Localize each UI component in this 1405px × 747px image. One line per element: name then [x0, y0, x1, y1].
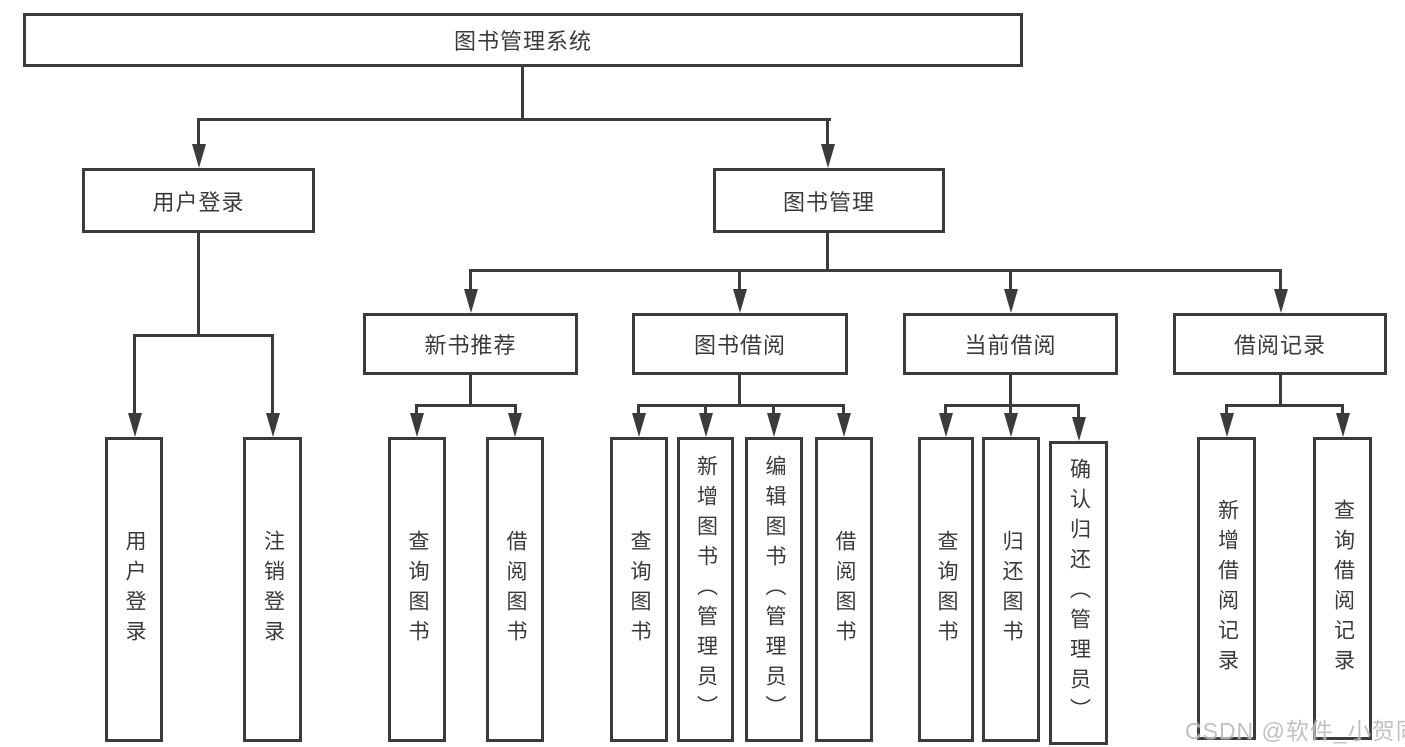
connector-root-stem — [521, 67, 524, 120]
connector-current-bar — [944, 404, 1080, 407]
arrowhead-icon — [733, 289, 747, 313]
node-current-borrowing: 当前借阅 — [903, 313, 1118, 375]
connector-newbook-stem — [469, 375, 472, 406]
watermark: CSDN @软件_小贺同学 — [1185, 718, 1405, 744]
connector-drop-user-login — [197, 118, 200, 150]
arrowhead-icon — [1004, 289, 1018, 313]
connector-current-stem — [1009, 375, 1012, 406]
leaf-query-books-3: 查询图书 — [918, 437, 974, 742]
leaf-query-books-2: 查询图书 — [610, 437, 668, 742]
connector-userlogin-stem — [197, 233, 200, 336]
connector-bookmgmt-bar — [469, 269, 1282, 272]
leaf-query-books-1: 查询图书 — [388, 437, 446, 742]
node-new-book-recommend: 新书推荐 — [363, 313, 578, 375]
connector-drop-leaf — [514, 404, 517, 418]
connector-drop-leaf — [415, 404, 418, 418]
connector-drop-leaf — [944, 404, 947, 418]
connector-borrowing-stem — [738, 375, 741, 406]
arrowhead-icon — [767, 413, 781, 437]
arrowhead-icon — [1004, 413, 1018, 437]
node-book-borrowing: 图书借阅 — [632, 313, 848, 375]
connector-userlogin-bar — [133, 334, 274, 337]
node-borrowing-records: 借阅记录 — [1173, 313, 1387, 375]
connector-borrowing-bar — [637, 404, 845, 407]
arrowhead-icon — [1274, 289, 1288, 313]
arrowhead-icon — [192, 144, 206, 168]
connector-drop-leaf — [704, 404, 707, 418]
connector-drop-l3 — [469, 269, 472, 295]
leaf-confirm-return-admin: 确认归还（管理员） — [1049, 441, 1108, 745]
arrowhead-icon — [837, 413, 851, 437]
arrowhead-icon — [1220, 413, 1234, 437]
connector-records-stem — [1279, 375, 1282, 406]
node-library-system: 图书管理系统 — [23, 13, 1023, 67]
connector-drop-leaf — [133, 334, 136, 416]
connector-newbook-bar — [415, 404, 517, 407]
leaf-add-borrow-record: 新增借阅记录 — [1197, 437, 1256, 740]
connector-drop-leaf — [1225, 404, 1228, 418]
arrowhead-icon — [508, 413, 522, 437]
leaf-borrow-books-2: 借阅图书 — [815, 437, 873, 742]
leaf-edit-books-admin: 编辑图书（管理员） — [745, 437, 803, 742]
node-book-management: 图书管理 — [713, 168, 945, 233]
connector-bookmgmt-stem — [826, 233, 829, 272]
connector-drop-leaf — [1077, 404, 1080, 422]
connector-drop-l3 — [738, 269, 741, 295]
connector-root-bar — [197, 118, 831, 121]
leaf-borrow-books-1: 借阅图书 — [486, 437, 544, 742]
arrowhead-icon — [266, 413, 280, 437]
arrowhead-icon — [464, 289, 478, 313]
leaf-add-books-admin: 新增图书（管理员） — [677, 437, 734, 742]
arrowhead-icon — [1072, 417, 1086, 441]
arrowhead-icon — [632, 413, 646, 437]
arrowhead-icon — [939, 413, 953, 437]
arrowhead-icon — [410, 413, 424, 437]
connector-drop-leaf — [271, 334, 274, 416]
connector-drop-leaf — [1341, 404, 1344, 418]
arrowhead-icon — [821, 144, 835, 168]
leaf-user-login: 用户登录 — [105, 437, 163, 742]
connector-drop-leaf — [637, 404, 640, 418]
connector-drop-leaf — [1009, 404, 1012, 418]
leaf-return-books: 归还图书 — [982, 437, 1040, 742]
arrowhead-icon — [1336, 413, 1350, 437]
connector-drop-l3 — [1009, 269, 1012, 295]
arrowhead-icon — [699, 413, 713, 437]
leaf-query-borrow-record: 查询借阅记录 — [1313, 437, 1372, 740]
connector-drop-leaf — [842, 404, 845, 418]
connector-drop-l3 — [1279, 269, 1282, 295]
node-user-login: 用户登录 — [82, 168, 315, 233]
leaf-logout: 注销登录 — [243, 437, 302, 742]
connector-drop-book-mgmt — [826, 118, 829, 150]
connector-records-bar — [1225, 404, 1344, 407]
arrowhead-icon — [128, 413, 142, 437]
connector-drop-leaf — [772, 404, 775, 418]
